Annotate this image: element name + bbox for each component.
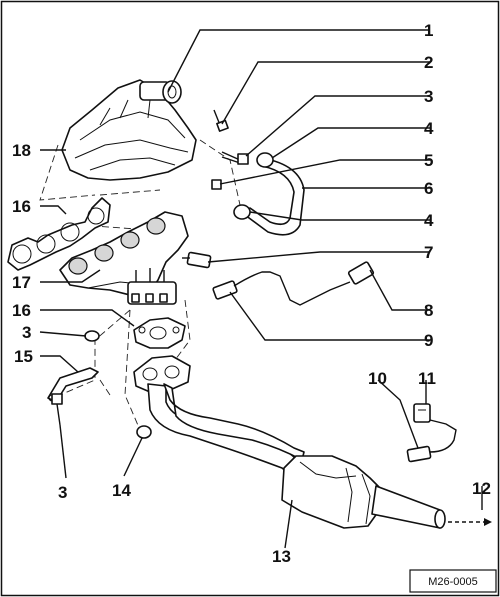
callout-16-lower: 16 — [12, 301, 31, 320]
bolt-part-3-bottom — [51, 393, 63, 426]
connector-part-11 — [413, 403, 431, 423]
bolt-part-3-upper — [221, 151, 249, 165]
callout-6: 6 — [424, 179, 433, 198]
reference-code-box: M26-0005 — [409, 569, 497, 593]
callout-12: 12 — [472, 479, 491, 498]
nut-part-5 — [211, 179, 222, 190]
callout-3-bottom: 3 — [58, 483, 67, 502]
callout-10: 10 — [368, 369, 387, 388]
callout-7: 7 — [424, 243, 433, 262]
connector-part-8 — [347, 261, 375, 285]
callout-11: 11 — [418, 369, 436, 388]
callout-4-second: 4 — [424, 211, 434, 230]
leader-lines — [39, 29, 483, 549]
callout-16-upper: 16 — [12, 197, 31, 216]
sensor-pipe-part-6 — [233, 152, 305, 236]
callout-labels: 1 2 3 4 5 6 4 7 8 9 10 11 12 13 14 3 15 … — [12, 21, 491, 566]
callout-4: 4 — [424, 119, 434, 138]
lambda-sensor-part-10 — [406, 419, 457, 463]
callout-2: 2 — [424, 53, 433, 72]
callout-17: 17 — [12, 273, 31, 292]
callout-14: 14 — [112, 481, 131, 500]
gasket-part-16-upper — [7, 197, 111, 271]
callout-3-left: 3 — [22, 323, 31, 342]
nut-part-14 — [136, 425, 152, 439]
callout-8: 8 — [424, 301, 433, 320]
front-pipe-catalyst-part-13 — [133, 355, 446, 529]
callout-18: 18 — [12, 141, 31, 160]
lambda-sensor-part-9 — [212, 271, 351, 306]
direction-arrow-part-12 — [448, 518, 492, 526]
callout-5: 5 — [424, 151, 433, 170]
exhaust-manifold-part-17 — [59, 211, 189, 305]
heat-shield-part — [61, 79, 197, 181]
callout-9: 9 — [424, 331, 433, 350]
callout-13: 13 — [272, 547, 291, 566]
callout-1: 1 — [424, 21, 433, 40]
gasket-part-16-lower — [133, 317, 186, 349]
sensor-part-7 — [182, 251, 212, 269]
nut-part-3-left — [84, 330, 100, 342]
reference-code: M26-0005 — [428, 576, 478, 588]
callout-15: 15 — [14, 347, 33, 366]
callout-3: 3 — [424, 87, 433, 106]
bolt-part-2 — [213, 109, 229, 132]
